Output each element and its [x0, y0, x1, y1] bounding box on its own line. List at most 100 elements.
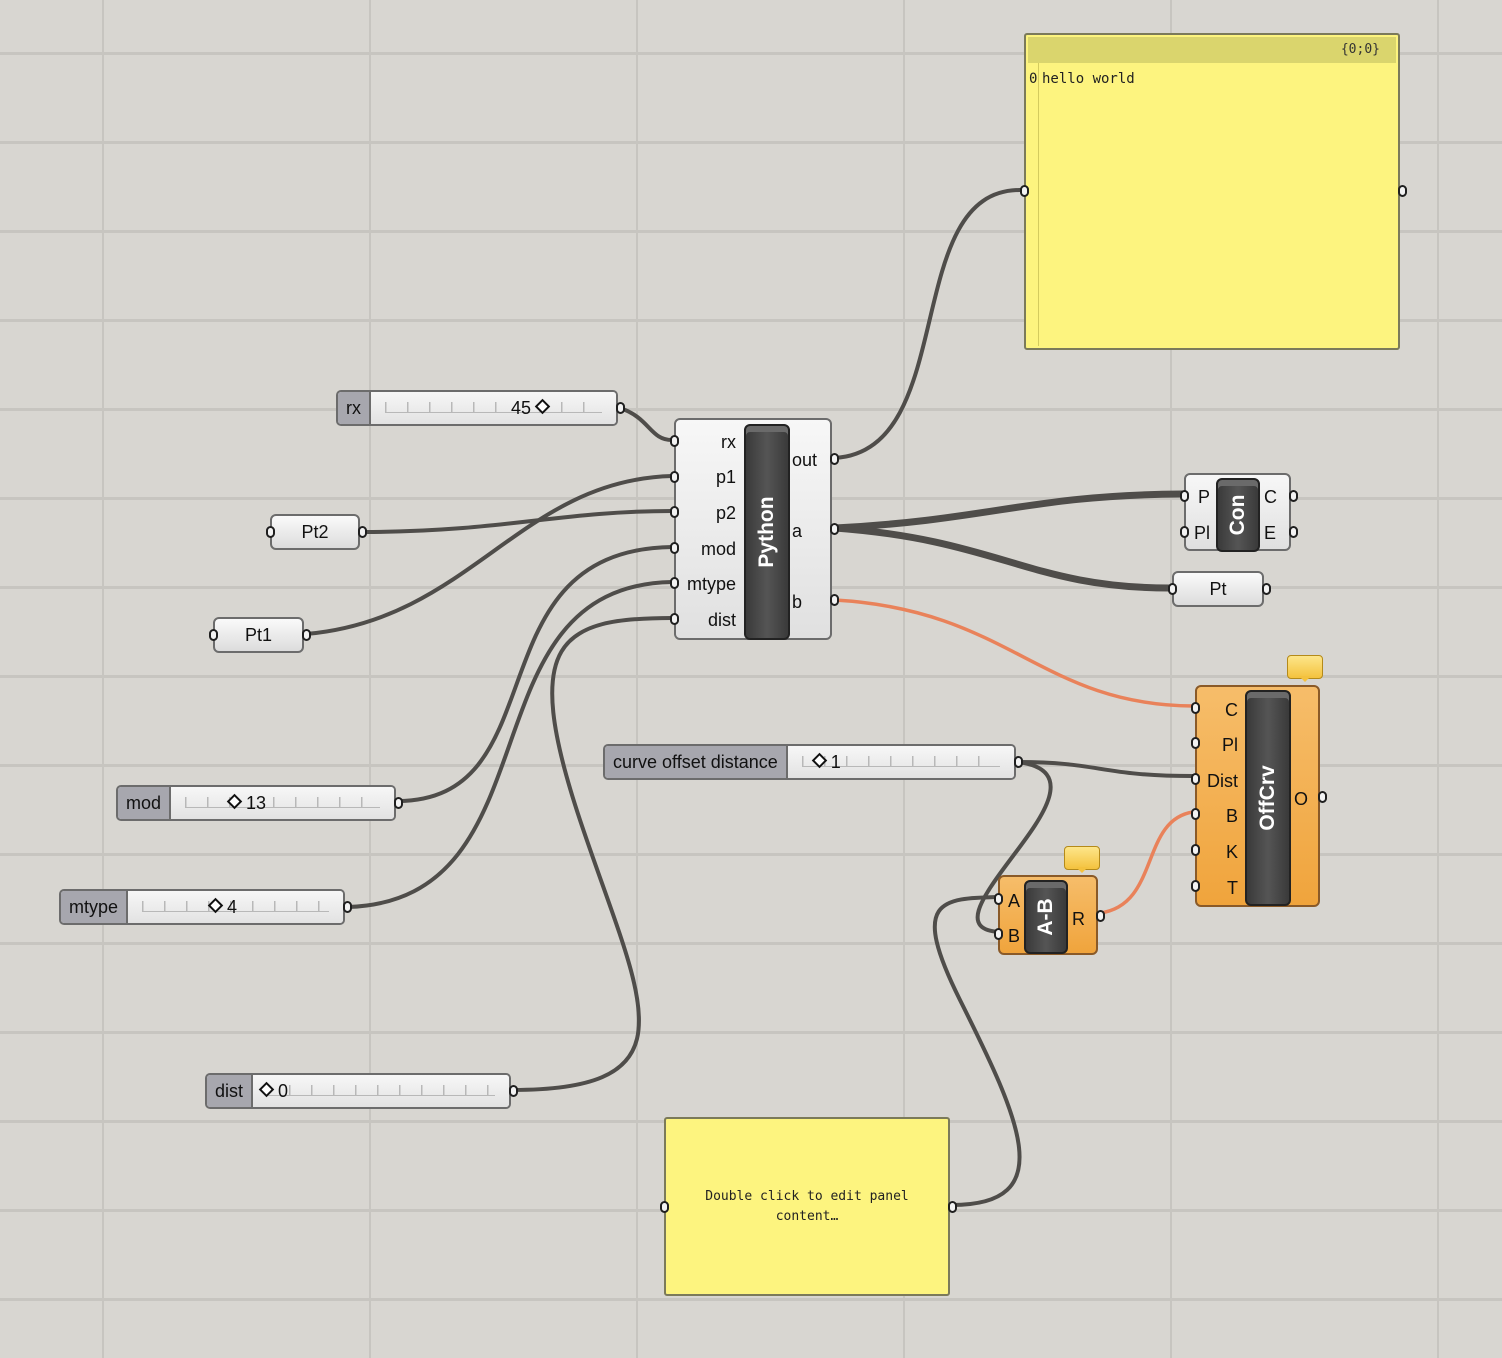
- output-o[interactable]: O: [1294, 789, 1309, 809]
- con-component[interactable]: Con P Pl C E: [1180, 473, 1298, 552]
- input-port[interactable]: [1191, 844, 1200, 856]
- slider-grip-icon[interactable]: [811, 752, 828, 769]
- input-port[interactable]: [1180, 490, 1189, 502]
- input-pl[interactable]: Pl: [1194, 523, 1211, 543]
- slider-grip-icon[interactable]: [534, 398, 551, 415]
- param-input-port[interactable]: [1168, 583, 1177, 595]
- input-b[interactable]: B: [1225, 806, 1238, 826]
- message-bubble-icon[interactable]: [1064, 846, 1100, 873]
- grid-line: [0, 408, 1502, 411]
- component-core[interactable]: OffCrv: [1245, 690, 1291, 906]
- input-port[interactable]: [1191, 880, 1200, 892]
- input-port[interactable]: [1191, 773, 1200, 785]
- slider-rx[interactable]: rx 45: [336, 390, 625, 426]
- slider-output-port[interactable]: [343, 901, 352, 913]
- param-pt1[interactable]: Pt1: [209, 617, 311, 653]
- slider-track[interactable]: 0: [253, 1075, 509, 1107]
- input-port[interactable]: [1180, 526, 1189, 538]
- grid-line: [0, 319, 1502, 322]
- slider-grip-icon[interactable]: [207, 897, 224, 914]
- input-port[interactable]: [670, 542, 679, 554]
- input-port[interactable]: [670, 471, 679, 483]
- panel-item-text: hello world: [1042, 71, 1135, 87]
- input-p2[interactable]: p2: [715, 503, 736, 523]
- grid-line: [0, 141, 1502, 144]
- panel-empty[interactable]: Double click to edit panel content…: [660, 1117, 957, 1296]
- input-dist[interactable]: Dist: [1207, 771, 1238, 791]
- panel-output-port[interactable]: [948, 1201, 957, 1213]
- grid-line: [1437, 0, 1439, 1358]
- input-port[interactable]: [670, 506, 679, 518]
- param-output-port[interactable]: [302, 629, 311, 641]
- python-component[interactable]: Python rx p1 p2 mod mtype dist out a b: [670, 418, 839, 640]
- output-r[interactable]: R: [1072, 909, 1085, 929]
- input-port[interactable]: [1191, 808, 1200, 820]
- slider-track[interactable]: 4: [128, 891, 343, 923]
- input-b[interactable]: B: [1008, 926, 1021, 946]
- param-pt[interactable]: Pt: [1168, 571, 1271, 607]
- input-k[interactable]: K: [1225, 842, 1238, 862]
- component-core[interactable]: Python: [744, 424, 790, 640]
- slider-track[interactable]: 13: [171, 787, 394, 819]
- component-core[interactable]: A-B: [1024, 880, 1068, 954]
- input-t[interactable]: T: [1227, 878, 1238, 898]
- slider-mtype[interactable]: mtype 4: [59, 889, 352, 925]
- panel-input-port[interactable]: [1020, 185, 1029, 197]
- output-port[interactable]: [830, 453, 839, 465]
- input-c[interactable]: C: [1225, 700, 1238, 720]
- input-port[interactable]: [670, 435, 679, 447]
- input-port[interactable]: [670, 577, 679, 589]
- output-port[interactable]: [1289, 490, 1298, 502]
- output-port[interactable]: [1096, 910, 1105, 922]
- output-b[interactable]: b: [792, 592, 803, 612]
- input-a[interactable]: A: [1008, 891, 1021, 911]
- input-port[interactable]: [670, 613, 679, 625]
- panel-output[interactable]: {0;0} 0 hello world: [1020, 33, 1407, 350]
- subtraction-component[interactable]: A-B A B R: [994, 875, 1105, 955]
- slider-dist[interactable]: dist 0: [205, 1073, 518, 1109]
- slider-ticks: [801, 756, 1000, 767]
- input-port[interactable]: [1191, 702, 1200, 714]
- component-name: Python: [755, 496, 778, 568]
- input-port[interactable]: [994, 893, 1003, 905]
- output-out[interactable]: out: [792, 450, 818, 470]
- grid-line: [0, 230, 1502, 233]
- message-bubble-icon[interactable]: [1287, 655, 1323, 682]
- slider-mod[interactable]: mod 13: [116, 785, 403, 821]
- param-input-port[interactable]: [209, 629, 218, 641]
- slider-grip-icon[interactable]: [226, 793, 243, 810]
- output-port[interactable]: [830, 594, 839, 606]
- input-port[interactable]: [994, 928, 1003, 940]
- slider-output-port[interactable]: [509, 1085, 518, 1097]
- param-output-port[interactable]: [358, 526, 367, 538]
- input-mtype[interactable]: mtype: [686, 574, 736, 594]
- slider-track[interactable]: 45: [371, 392, 616, 424]
- panel-input-port[interactable]: [660, 1201, 669, 1213]
- output-port[interactable]: [1318, 791, 1327, 803]
- output-c[interactable]: C: [1264, 487, 1277, 507]
- slider-output-port[interactable]: [1014, 756, 1023, 768]
- output-port[interactable]: [830, 523, 839, 535]
- slider-grip-icon[interactable]: [258, 1081, 275, 1098]
- output-e[interactable]: E: [1264, 523, 1277, 543]
- input-p[interactable]: P: [1198, 487, 1211, 507]
- input-pl[interactable]: Pl: [1221, 735, 1238, 755]
- offcrv-component[interactable]: OffCrv C Pl Dist B K T O: [1191, 685, 1327, 907]
- input-dist[interactable]: dist: [707, 610, 736, 630]
- panel-output-port[interactable]: [1398, 185, 1407, 197]
- component-core[interactable]: Con: [1216, 478, 1260, 552]
- input-rx[interactable]: rx: [721, 432, 736, 452]
- param-pt2[interactable]: Pt2: [266, 514, 367, 550]
- slider-output-port[interactable]: [616, 402, 625, 414]
- slider-curve-offset-distance[interactable]: curve offset distance 1: [603, 744, 1023, 780]
- input-port[interactable]: [1191, 737, 1200, 749]
- input-p1[interactable]: p1: [715, 467, 736, 487]
- output-a[interactable]: a: [792, 521, 803, 541]
- input-mod[interactable]: mod: [700, 539, 736, 559]
- param-input-port[interactable]: [266, 526, 275, 538]
- param-output-port[interactable]: [1262, 583, 1271, 595]
- output-port[interactable]: [1289, 526, 1298, 538]
- slider-output-port[interactable]: [394, 797, 403, 809]
- slider-track[interactable]: 1: [787, 746, 1014, 778]
